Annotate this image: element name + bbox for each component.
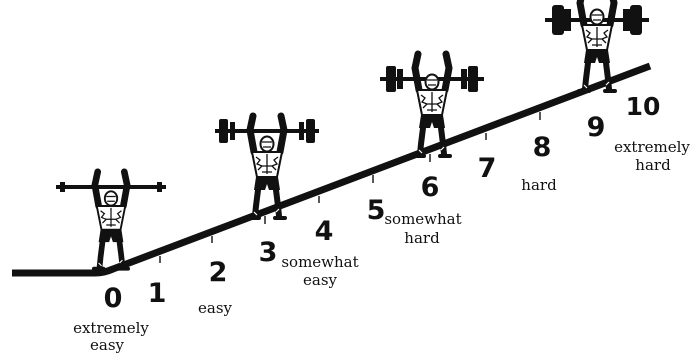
lifter-figure-maximal <box>545 0 649 91</box>
lifter-figure-heavy <box>380 54 484 156</box>
tick-marks <box>160 112 540 263</box>
scale-number-5: 5 <box>367 195 386 226</box>
scale-number-2: 2 <box>209 257 228 288</box>
scale-number-7: 7 <box>478 153 497 184</box>
scale-number-3: 3 <box>259 237 278 268</box>
descriptor-10-line1: extremely <box>614 138 690 156</box>
descriptor-6-line1: somewhat <box>384 210 461 228</box>
scale-number-9: 9 <box>587 112 606 143</box>
descriptor-10-line2: hard <box>635 156 671 174</box>
descriptor-6-line2: hard <box>404 229 440 247</box>
descriptor-4-line1: somewhat <box>281 253 358 271</box>
scale-number-8: 8 <box>533 132 552 163</box>
lifter-figure-moderate <box>215 116 319 218</box>
descriptor-0-line1: extremely <box>73 319 149 337</box>
scale-number-0: 0 <box>104 283 123 314</box>
descriptor-0-line2: easy <box>90 336 125 354</box>
scale-number-6: 6 <box>421 172 440 203</box>
descriptor-2: easy <box>198 299 233 317</box>
descriptor-8: hard <box>521 176 557 194</box>
scale-number-10: 10 <box>626 92 661 121</box>
scale-number-4: 4 <box>315 216 334 247</box>
scale-number-1: 1 <box>148 278 167 309</box>
descriptor-4-line2: easy <box>303 271 338 289</box>
